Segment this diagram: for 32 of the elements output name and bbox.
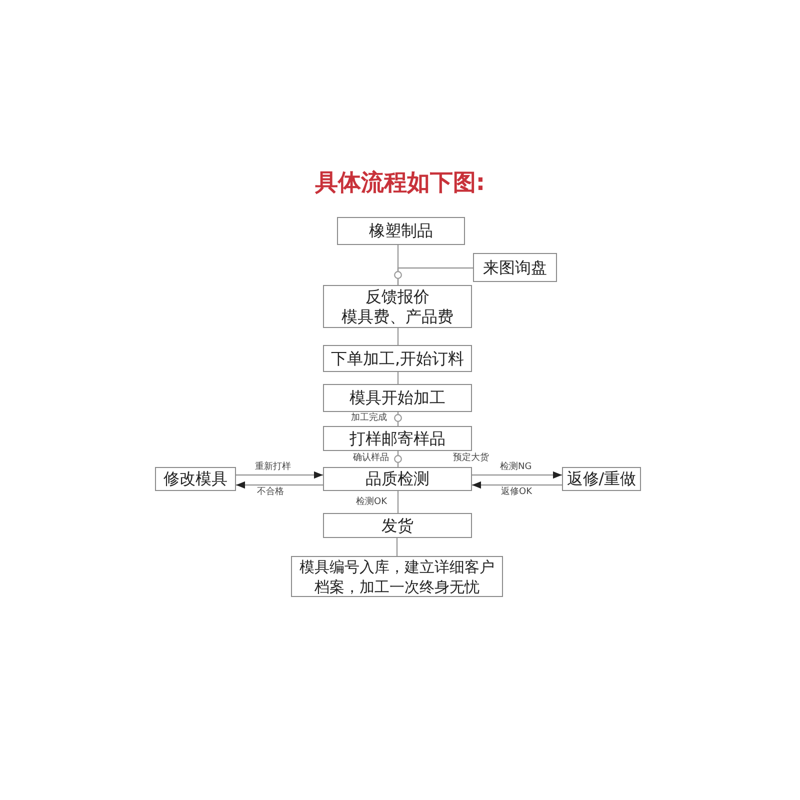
process-box: 模具开始加工 [323, 384, 472, 412]
process-box: 打样邮寄样品 [323, 426, 472, 451]
edge-label: 检测NG [499, 462, 533, 473]
process-box: 修改模具 [155, 467, 236, 491]
edge-label: 重新打样 [254, 462, 292, 473]
process-box: 返修/重做 [562, 467, 641, 491]
connector-line [397, 451, 399, 467]
process-box: 发货 [323, 513, 472, 538]
arrow [236, 471, 323, 479]
arrow [472, 471, 562, 479]
arrow [236, 481, 323, 489]
title: 具体流程如下图: [314, 169, 486, 198]
box-heading: 反馈报价 [366, 286, 430, 306]
connector-line [397, 267, 473, 285]
process-box: 橡塑制品 [337, 217, 465, 245]
edge-label: 确认样品 [352, 453, 390, 464]
process-box: 品质检测 [323, 467, 472, 491]
connector-line [397, 412, 399, 426]
edge-label: 检测OK [355, 497, 388, 508]
connector-line [397, 372, 399, 384]
edge-label: 不合格 [256, 487, 285, 498]
box-text: 模具费、产品费 [342, 306, 454, 326]
note-label: 预定大货 [452, 453, 490, 464]
process-box: 来图询盘 [473, 253, 557, 282]
process-box: 模具编号入库，建立详细客户档案，加工一次终身无忧 [291, 556, 503, 597]
connector-line [397, 328, 399, 345]
process-box: 下单加工,开始订料 [323, 345, 472, 372]
connector-line [397, 491, 399, 513]
edge-label: 返修OK [500, 487, 533, 498]
edge-label: 加工完成 [350, 413, 388, 424]
arrow [472, 481, 562, 489]
connector-line [396, 538, 398, 556]
